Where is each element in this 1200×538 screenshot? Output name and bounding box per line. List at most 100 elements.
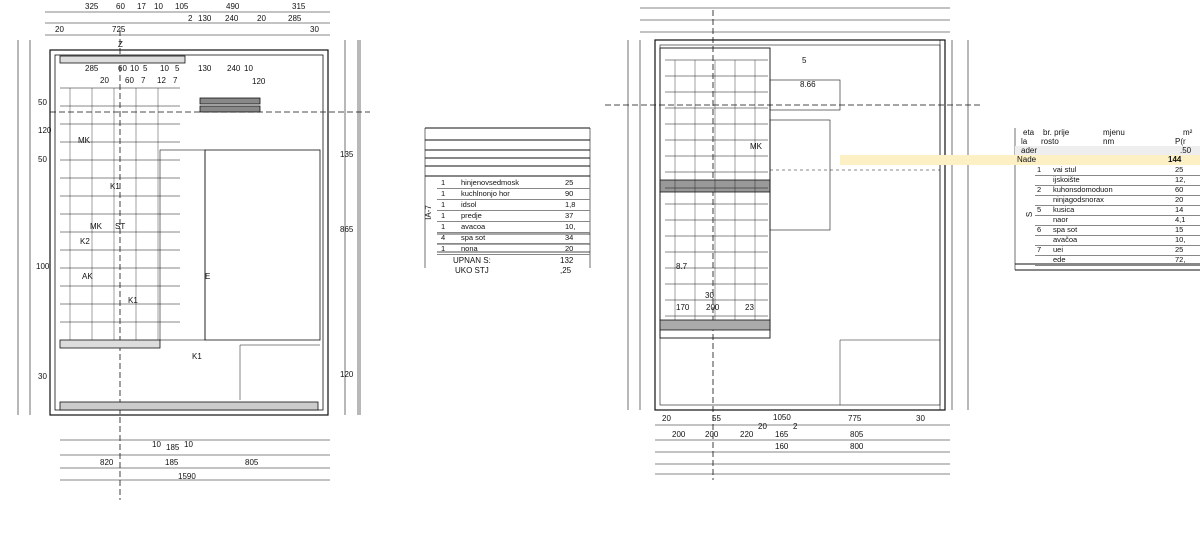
wall-rect: [769, 119, 831, 231]
cell-no: 7: [1037, 245, 1042, 254]
cell-no: 4: [441, 233, 446, 242]
header-cell: nm: [1103, 137, 1115, 146]
table-row: 1 hinjenovsedmosk 25: [437, 178, 590, 189]
cell-name: ijskoište: [1053, 175, 1080, 184]
dim-label: 10: [160, 64, 169, 73]
row-value: .50: [1180, 146, 1192, 155]
wall: [59, 55, 186, 64]
dim-label: 12: [157, 76, 166, 85]
dim-label: 50: [38, 155, 47, 164]
dim-label: 7: [173, 76, 178, 85]
dim-label: 135: [340, 150, 354, 159]
cell-area: 90: [565, 189, 574, 198]
dim-label: 185: [165, 458, 179, 467]
dim-label: 240: [227, 64, 241, 73]
row-name: ader: [1021, 146, 1038, 155]
cell-name: ninjagodsnorax: [1053, 195, 1104, 204]
wall-hatch: [659, 319, 771, 331]
outer-wall: [654, 39, 946, 411]
cell-area: 34: [565, 233, 574, 242]
dim-label: 120: [340, 370, 354, 379]
cell-area: 20: [565, 244, 574, 253]
room-label: 8.66: [800, 80, 816, 89]
dim-label: 800: [850, 442, 864, 451]
dim-label: 23: [745, 303, 754, 312]
room-label: E: [205, 272, 211, 281]
cell-area: 14: [1175, 205, 1184, 214]
total2-label: UKO STJ: [455, 266, 489, 275]
right-room-table: eta br. prije mjenu m² la rosto nm P(r a…: [1015, 128, 1200, 270]
dim-label: 30: [310, 25, 319, 34]
dim-label: 240: [225, 14, 239, 23]
wall: [59, 401, 319, 411]
cell-area: 20: [1175, 195, 1184, 204]
cell-area: 15: [1175, 225, 1184, 234]
stair: [199, 105, 261, 113]
cell-no: 1: [441, 178, 446, 187]
dim-label: 20: [257, 14, 266, 23]
wall-rect: [204, 149, 321, 341]
total2-value: ,25: [560, 266, 572, 275]
table-side-label: IA-7: [423, 205, 433, 220]
cell-name: nona: [461, 244, 478, 253]
dim-label: 10: [154, 2, 163, 11]
dim-label: 10: [130, 64, 139, 73]
dim-label: 325: [85, 2, 99, 11]
dim-label: 5: [143, 64, 148, 73]
header-cell: mjenu: [1103, 128, 1125, 137]
cell-no: 1: [441, 222, 446, 231]
table-row: ninjagodsnorax 20: [1035, 195, 1200, 206]
cell-area: 4,1: [1175, 215, 1186, 224]
dim-label: 10: [184, 440, 193, 449]
dim-label: 60: [118, 64, 127, 73]
dim-label: 10: [152, 440, 161, 449]
row-name: Nade: [1017, 155, 1037, 164]
room-label: K1: [128, 296, 138, 305]
dim-label: 120: [38, 126, 52, 135]
cell-name: spa sot: [461, 233, 486, 242]
cell-name: hinjenovsedmosk: [461, 178, 519, 187]
dim-label: 725: [112, 25, 126, 34]
cell-area: 10,: [565, 222, 576, 231]
outer-wall: [49, 49, 329, 416]
dim-label: 200: [706, 303, 720, 312]
dim-label: 30: [38, 372, 47, 381]
highlighted-row: Nade 144: [1015, 155, 1200, 165]
cell-area: 10,: [1175, 235, 1186, 244]
cell-name: ede: [1053, 255, 1066, 264]
wall-rect: [659, 44, 941, 406]
dim-label: 285: [85, 64, 99, 73]
room-label: MK: [90, 222, 102, 231]
dim-label: 315: [292, 2, 306, 11]
cell-area: 25: [565, 178, 574, 187]
cell-no: 1: [441, 200, 446, 209]
dim-label: 105: [175, 2, 189, 11]
total-value: 132: [560, 256, 574, 265]
dim-label: 20: [100, 76, 109, 85]
dim-label: 100: [36, 262, 50, 271]
cell-name: idsol: [461, 200, 477, 209]
dim-label: 30: [916, 414, 925, 423]
header-cell: eta: [1023, 128, 1035, 137]
cell-no: 2: [1037, 185, 1042, 194]
dim-label: 490: [226, 2, 240, 11]
cell-name: kuchlnonjo hor: [461, 189, 510, 198]
dim-label: 30: [705, 291, 714, 300]
dim-label: 820: [100, 458, 114, 467]
wall: [59, 339, 161, 349]
cell-area: 1,8: [565, 200, 576, 209]
cell-area: 25: [1175, 165, 1184, 174]
total-label: UPNAN S:: [453, 256, 491, 265]
room-label: ST: [115, 222, 126, 231]
wall-rect: [769, 79, 841, 111]
room-label: MK: [78, 136, 90, 145]
